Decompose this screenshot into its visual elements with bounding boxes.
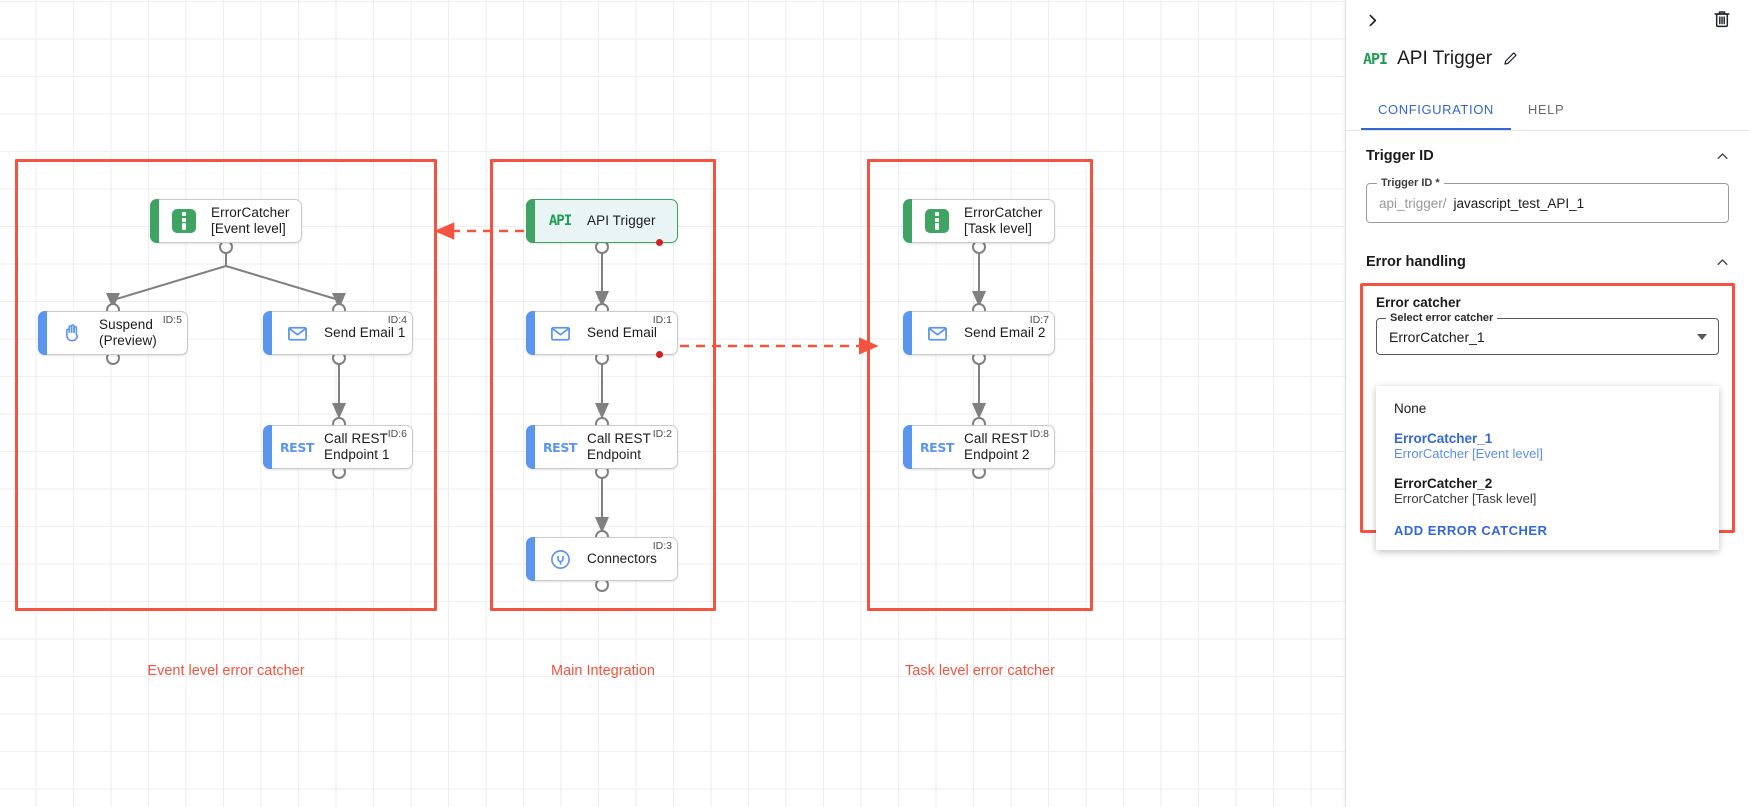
group-frame-main-integration[interactable] bbox=[490, 159, 716, 611]
node-id-label: ID:2 bbox=[652, 428, 672, 440]
node-accent-bar bbox=[903, 425, 912, 469]
rest-icon: REST bbox=[919, 439, 955, 455]
node-call-rest-endpoint[interactable]: REST Call REST Endpoint ID:2 bbox=[526, 425, 678, 469]
dropdown-option-errorcatcher-1[interactable]: ErrorCatcher_1 ErrorCatcher [Event level… bbox=[1376, 421, 1719, 466]
node-id-label: ID:7 bbox=[1029, 314, 1049, 326]
node-accent-bar bbox=[150, 199, 159, 243]
option-primary: ErrorCatcher_1 bbox=[1394, 431, 1493, 446]
node-send-email-2[interactable]: Send Email 2 ID:7 bbox=[903, 311, 1055, 355]
node-accent-bar bbox=[263, 425, 272, 469]
error-catcher-icon bbox=[924, 208, 950, 234]
section-header-error-handling[interactable]: Error handling bbox=[1346, 237, 1749, 283]
node-accent-bar bbox=[526, 537, 535, 581]
trigger-id-value: javascript_test_API_1 bbox=[1453, 195, 1585, 211]
group-frame-task-level[interactable] bbox=[867, 159, 1093, 611]
dropdown-option-errorcatcher-2[interactable]: ErrorCatcher_2 ErrorCatcher [Task level] bbox=[1376, 466, 1719, 511]
node-error-indicator bbox=[656, 351, 663, 358]
node-errorcatcher-task-level[interactable]: ErrorCatcher [Task level] bbox=[903, 199, 1055, 243]
node-label: Suspend (Preview) bbox=[99, 317, 157, 348]
error-catcher-label: Error catcher bbox=[1376, 295, 1461, 310]
chevron-up-icon[interactable] bbox=[1715, 149, 1729, 163]
add-error-catcher-button[interactable]: ADD ERROR CATCHER bbox=[1394, 523, 1548, 538]
node-label: API Trigger bbox=[587, 213, 656, 229]
node-label: Send Email 1 bbox=[324, 325, 406, 341]
chevron-up-icon[interactable] bbox=[1715, 255, 1729, 269]
node-id-label: ID:6 bbox=[387, 428, 407, 440]
node-accent-bar bbox=[526, 311, 535, 355]
rest-icon: REST bbox=[279, 439, 315, 455]
node-label: Call REST Endpoint 2 bbox=[964, 431, 1030, 462]
error-catcher-panel: Error catcher Select error catcher Error… bbox=[1360, 283, 1735, 550]
node-label: ErrorCatcher [Task level] bbox=[964, 205, 1043, 236]
node-label: Send Email 2 bbox=[964, 325, 1046, 341]
group-label-main-integration: Main Integration bbox=[551, 663, 655, 679]
node-connectors[interactable]: Connectors ID:3 bbox=[526, 537, 678, 581]
envelope-icon bbox=[284, 320, 310, 346]
node-label: Send Email bbox=[587, 325, 658, 341]
trigger-id-legend: Trigger ID * bbox=[1377, 177, 1444, 189]
node-accent-bar bbox=[526, 199, 535, 243]
node-id-label: ID:4 bbox=[387, 314, 407, 326]
config-panel: API API Trigger CONFIGURATION HELP Trigg… bbox=[1345, 0, 1749, 807]
rest-icon: REST bbox=[542, 439, 578, 455]
option-primary: None bbox=[1394, 401, 1427, 416]
option-secondary: ErrorCatcher [Event level] bbox=[1394, 446, 1543, 461]
node-errorcatcher-event-level[interactable]: ErrorCatcher [Event level] bbox=[150, 199, 302, 243]
node-suspend[interactable]: Suspend (Preview) ID:5 bbox=[38, 311, 188, 355]
error-catcher-dropdown-menu[interactable]: None ErrorCatcher_1 ErrorCatcher [Event … bbox=[1376, 386, 1719, 550]
node-error-indicator bbox=[656, 239, 663, 246]
section-header-trigger-id[interactable]: Trigger ID bbox=[1346, 131, 1749, 177]
api-icon: API bbox=[1363, 49, 1388, 68]
node-send-email[interactable]: Send Email ID:1 bbox=[526, 311, 678, 358]
hand-icon bbox=[59, 320, 85, 346]
node-id-label: ID:3 bbox=[652, 540, 672, 552]
node-call-rest-endpoint-1[interactable]: REST Call REST Endpoint 1 ID:6 bbox=[263, 425, 413, 469]
node-api-trigger[interactable]: API API Trigger bbox=[526, 199, 678, 246]
node-accent-bar bbox=[38, 311, 47, 355]
node-label: Call REST Endpoint bbox=[587, 431, 651, 462]
node-accent-bar bbox=[903, 311, 912, 355]
node-label: Connectors bbox=[587, 551, 658, 567]
node-accent-bar bbox=[526, 425, 535, 469]
panel-title-row: API API Trigger bbox=[1346, 40, 1749, 78]
option-secondary: ErrorCatcher [Task level] bbox=[1394, 491, 1537, 506]
api-icon: API bbox=[548, 213, 572, 229]
node-call-rest-endpoint-2[interactable]: REST Call REST Endpoint 2 ID:8 bbox=[903, 425, 1055, 469]
node-id-label: ID:1 bbox=[652, 314, 672, 326]
node-send-email-1[interactable]: Send Email 1 ID:4 bbox=[263, 311, 413, 355]
envelope-icon bbox=[924, 320, 950, 346]
group-label-event-level: Event level error catcher bbox=[147, 663, 305, 679]
group-label-task-level: Task level error catcher bbox=[905, 663, 1055, 679]
node-id-label: ID:8 bbox=[1029, 428, 1049, 440]
panel-tabs: CONFIGURATION HELP bbox=[1346, 92, 1749, 131]
node-label: ErrorCatcher [Event level] bbox=[211, 205, 290, 236]
connectors-icon bbox=[547, 546, 573, 572]
panel-toolbar bbox=[1346, 0, 1749, 40]
node-label: Call REST Endpoint 1 bbox=[324, 431, 390, 462]
node-id-label: ID:5 bbox=[162, 314, 182, 326]
trigger-id-field-wrap: Trigger ID * api_trigger/ javascript_tes… bbox=[1346, 177, 1749, 237]
section-title: Error handling bbox=[1366, 254, 1466, 270]
workflow-canvas[interactable]: Event level error catcher Main Integrati… bbox=[0, 0, 1345, 807]
trigger-id-input[interactable]: Trigger ID * api_trigger/ javascript_tes… bbox=[1366, 177, 1729, 223]
node-accent-bar bbox=[263, 311, 272, 355]
group-frame-event-level[interactable] bbox=[15, 159, 437, 611]
envelope-icon bbox=[547, 320, 573, 346]
chevron-right-icon[interactable] bbox=[1358, 6, 1386, 34]
node-accent-bar bbox=[903, 199, 912, 243]
pencil-icon[interactable] bbox=[1502, 50, 1520, 68]
dropdown-option-none[interactable]: None bbox=[1376, 396, 1719, 421]
page-title: API Trigger bbox=[1397, 48, 1493, 69]
error-catcher-select-legend: Select error catcher bbox=[1386, 312, 1498, 324]
section-title: Trigger ID bbox=[1366, 148, 1434, 164]
tab-configuration[interactable]: CONFIGURATION bbox=[1361, 92, 1511, 130]
error-catcher-select[interactable]: Select error catcher ErrorCatcher_1 bbox=[1376, 312, 1719, 355]
chevron-down-icon[interactable] bbox=[1697, 333, 1707, 340]
tab-help[interactable]: HELP bbox=[1527, 102, 1565, 117]
option-primary: ErrorCatcher_2 bbox=[1394, 476, 1493, 491]
error-catcher-icon bbox=[171, 208, 197, 234]
error-catcher-selected-value: ErrorCatcher_1 bbox=[1389, 328, 1485, 345]
trigger-id-prefix: api_trigger/ bbox=[1379, 195, 1447, 211]
trash-icon[interactable] bbox=[1711, 8, 1735, 32]
